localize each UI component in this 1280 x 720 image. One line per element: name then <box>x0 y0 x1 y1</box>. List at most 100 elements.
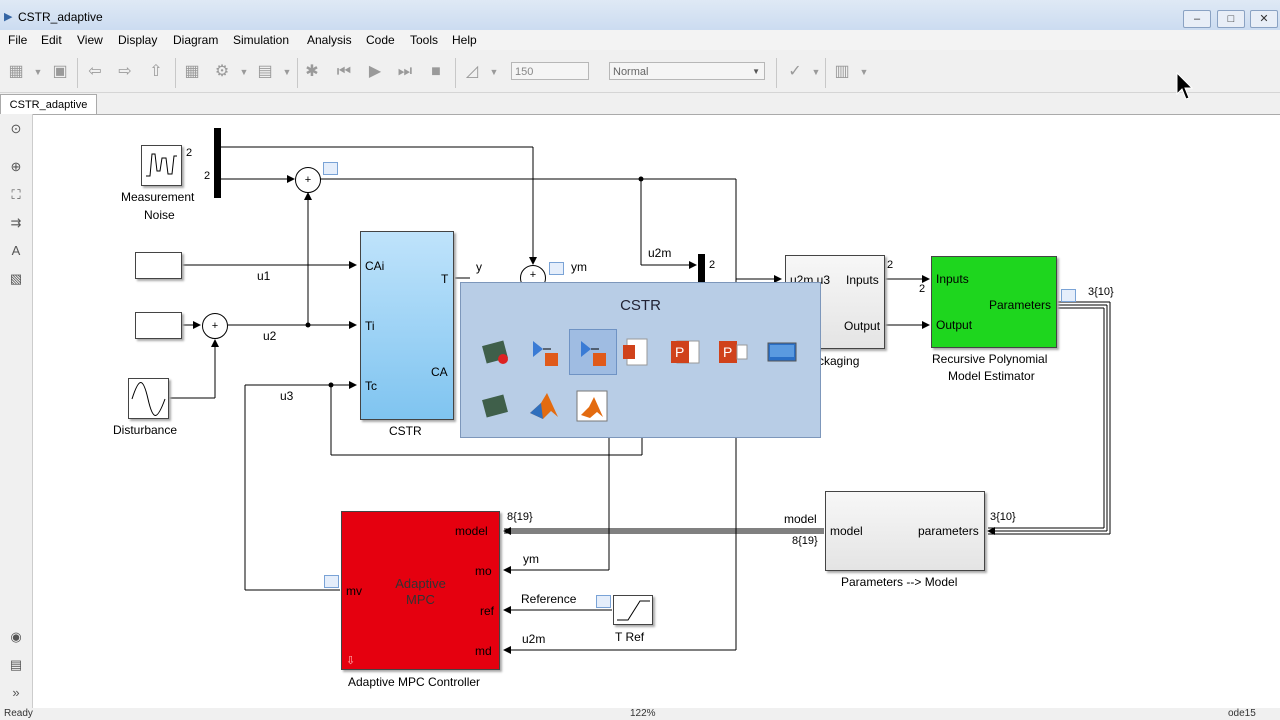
record-icon[interactable]: ◿ <box>465 63 479 80</box>
measurement-noise-block[interactable] <box>141 145 182 186</box>
selected-icon-highlight <box>569 329 617 375</box>
fit-to-view-icon[interactable]: ⛶ <box>11 187 21 202</box>
signal-logging-icon[interactable] <box>323 162 338 175</box>
zoom-icon[interactable]: ⊕ <box>10 159 22 174</box>
save-icon[interactable]: ▣ <box>52 63 68 80</box>
popup-title: CSTR <box>620 297 661 314</box>
mpc-label: Adaptive MPC Controller <box>348 675 481 689</box>
back-icon[interactable]: ⇦ <box>88 63 102 80</box>
mpc-title-2: MPC <box>406 592 435 607</box>
build-icon[interactable]: ▥ <box>834 63 850 80</box>
menu-view[interactable]: View <box>77 33 103 47</box>
maximize-button[interactable]: □ <box>1217 10 1245 28</box>
minimize-button[interactable]: – <box>1183 10 1211 28</box>
menu-analysis[interactable]: Analysis <box>307 33 352 47</box>
expand-icon[interactable]: » <box>12 685 20 700</box>
screenshot-icon[interactable]: ◉ <box>10 629 22 644</box>
tab-cstr-adaptive[interactable]: CSTR_adaptive <box>0 94 97 114</box>
signal-dim: 2 <box>186 147 193 159</box>
signal-logging-icon[interactable] <box>549 262 564 275</box>
new-model-icon[interactable]: ▦ <box>8 63 24 80</box>
simscape-model-icon[interactable] <box>479 335 513 369</box>
simulink-subsystem-icon[interactable] <box>575 335 609 369</box>
menu-simulation[interactable]: Simulation <box>233 33 290 47</box>
signal-label-u3: u3 <box>280 389 294 403</box>
cstr-block[interactable]: CAi Ti Tc T CA <box>360 231 454 420</box>
run-icon[interactable]: ▶ <box>368 63 382 80</box>
parameters-to-model-block[interactable]: model parameters <box>825 491 985 571</box>
record-dropdown-icon[interactable]: ▼ <box>489 67 499 77</box>
new-dropdown-icon[interactable]: ▼ <box>33 67 43 77</box>
build-dropdown-icon[interactable]: ▼ <box>859 67 869 77</box>
hide-explorer-icon[interactable]: ⊙ <box>10 121 22 136</box>
menu-tools[interactable]: Tools <box>410 33 439 47</box>
powerpoint-icon[interactable]: P <box>669 335 703 369</box>
simscape-file-icon[interactable] <box>479 389 513 423</box>
annotation-icon[interactable]: A <box>11 243 21 258</box>
step-back-icon[interactable]: ⏮ <box>336 63 352 80</box>
menu-file[interactable]: File <box>8 33 28 47</box>
model-config-icon[interactable]: ⚙ <box>214 63 230 80</box>
signal-dim: 3{10} <box>990 511 1016 523</box>
model-advisor-icon[interactable]: ✓ <box>788 63 802 80</box>
port-inputs: Inputs <box>936 272 969 286</box>
menu-diagram[interactable]: Diagram <box>173 33 219 47</box>
signal-logging-icon[interactable] <box>596 595 611 608</box>
sum-block[interactable]: + <box>295 167 321 193</box>
params-label: Parameters --> Model <box>841 575 958 589</box>
simulink-model-icon[interactable] <box>527 335 561 369</box>
signal-label-u1: u1 <box>257 269 271 283</box>
port-ca: CA <box>431 365 448 379</box>
signal-label-reference: Reference <box>521 592 577 606</box>
port-inputs: Inputs <box>846 273 879 287</box>
model-browser-icon[interactable]: ▤ <box>9 657 23 672</box>
sum-block[interactable]: + <box>202 313 228 339</box>
disturbance-block[interactable] <box>128 378 169 419</box>
powerpoint-export-icon[interactable]: P <box>717 335 751 369</box>
up-icon[interactable]: ⇧ <box>149 63 163 80</box>
port-output: Output <box>844 319 881 333</box>
close-button[interactable]: ✕ <box>1250 10 1278 28</box>
estimator-label-2: Model Estimator <box>948 369 1035 383</box>
constant-block-cai[interactable] <box>135 252 182 279</box>
debug-icon[interactable]: ✱ <box>305 63 319 80</box>
menu-code[interactable]: Code <box>366 33 395 47</box>
recursive-estimator-block[interactable]: Inputs Output Parameters <box>931 256 1057 348</box>
menu-edit[interactable]: Edit <box>41 33 62 47</box>
port-md: md <box>475 644 492 658</box>
simulation-mode-value: Normal <box>613 66 649 78</box>
stop-time-input[interactable]: 150 <box>511 62 589 80</box>
display-window-icon[interactable] <box>765 335 799 369</box>
matlab-app-icon[interactable] <box>575 389 609 423</box>
demux-block[interactable] <box>214 128 221 198</box>
signal-logging-icon[interactable] <box>1061 289 1076 302</box>
constant-block-ti[interactable] <box>135 312 182 339</box>
model-explorer-icon[interactable]: ▤ <box>257 63 273 80</box>
config-dropdown-icon[interactable]: ▼ <box>239 67 249 77</box>
advisor-dropdown-icon[interactable]: ▼ <box>811 67 821 77</box>
signal-label-y: y <box>476 260 482 274</box>
signal-dim: 2 <box>919 283 926 295</box>
forward-icon[interactable]: ⇨ <box>118 63 132 80</box>
mux-block[interactable] <box>698 254 705 284</box>
report-template-icon[interactable] <box>621 335 655 369</box>
signal-logging-icon[interactable] <box>324 575 339 588</box>
arrow-icon[interactable]: ⇉ <box>10 215 22 230</box>
image-icon[interactable]: ▧ <box>9 271 23 286</box>
cstr-block-popup: CSTR P P <box>460 282 821 438</box>
matlab-icon[interactable] <box>527 389 561 423</box>
menu-display[interactable]: Display <box>118 33 158 47</box>
port-t: T <box>441 272 449 286</box>
port-output: Output <box>936 318 973 332</box>
adaptive-mpc-block[interactable]: Adaptive MPC model mo ref md mv ⇩ <box>341 511 500 670</box>
library-browser-icon[interactable]: ▦ <box>184 63 200 80</box>
stop-icon[interactable]: ■ <box>431 63 441 80</box>
packaging-label: ckaging <box>818 354 860 368</box>
mouse-cursor-icon <box>1176 72 1194 100</box>
step-forward-icon[interactable]: ⏭ <box>397 63 413 80</box>
signal-label-ym: ym <box>523 552 539 566</box>
simulation-mode-select[interactable]: Normal ▼ <box>609 62 765 80</box>
t-ref-block[interactable] <box>613 595 653 625</box>
menu-help[interactable]: Help <box>452 33 477 47</box>
explorer-dropdown-icon[interactable]: ▼ <box>282 67 292 77</box>
